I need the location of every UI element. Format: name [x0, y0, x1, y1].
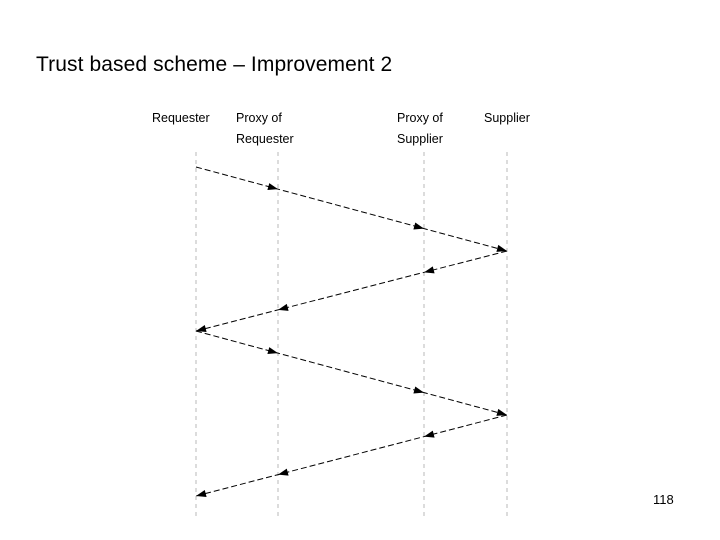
arrow-head-response-return-1: [278, 303, 289, 311]
page-title: Trust based scheme – Improvement 2: [36, 53, 393, 76]
arrow-head-response-return-0: [424, 266, 435, 274]
message-line-response-return: [195, 250, 508, 332]
actor-label-proxy-of-requester: Proxy of Requester: [236, 111, 294, 146]
arrow-head-request-forward-2: [496, 244, 507, 252]
message-line-confirm-forward: [195, 330, 508, 416]
messages-group: [195, 166, 508, 497]
message-line-request-forward: [195, 166, 508, 252]
arrow-head-confirm-forward-1: [413, 386, 424, 394]
page-number: 118: [653, 492, 674, 507]
arrow-head-confirm-forward-0: [267, 347, 278, 355]
actor-label-proxy-of-supplier: Proxy of Supplier: [397, 111, 443, 146]
arrow-head-acknowledge-return-2: [196, 489, 207, 497]
arrow-head-acknowledge-return-0: [424, 430, 435, 438]
arrow-head-request-forward-0: [267, 183, 278, 191]
lifelines-group: [195, 152, 508, 516]
arrow-head-acknowledge-return-1: [278, 468, 289, 476]
arrow-head-request-forward-1: [413, 222, 424, 230]
actor-label-requester: Requester: [152, 111, 210, 125]
message-line-acknowledge-return: [195, 414, 508, 497]
arrow-head-confirm-forward-2: [496, 408, 507, 416]
actor-label-supplier: Supplier: [484, 111, 530, 125]
arrow-head-response-return-2: [196, 325, 207, 332]
